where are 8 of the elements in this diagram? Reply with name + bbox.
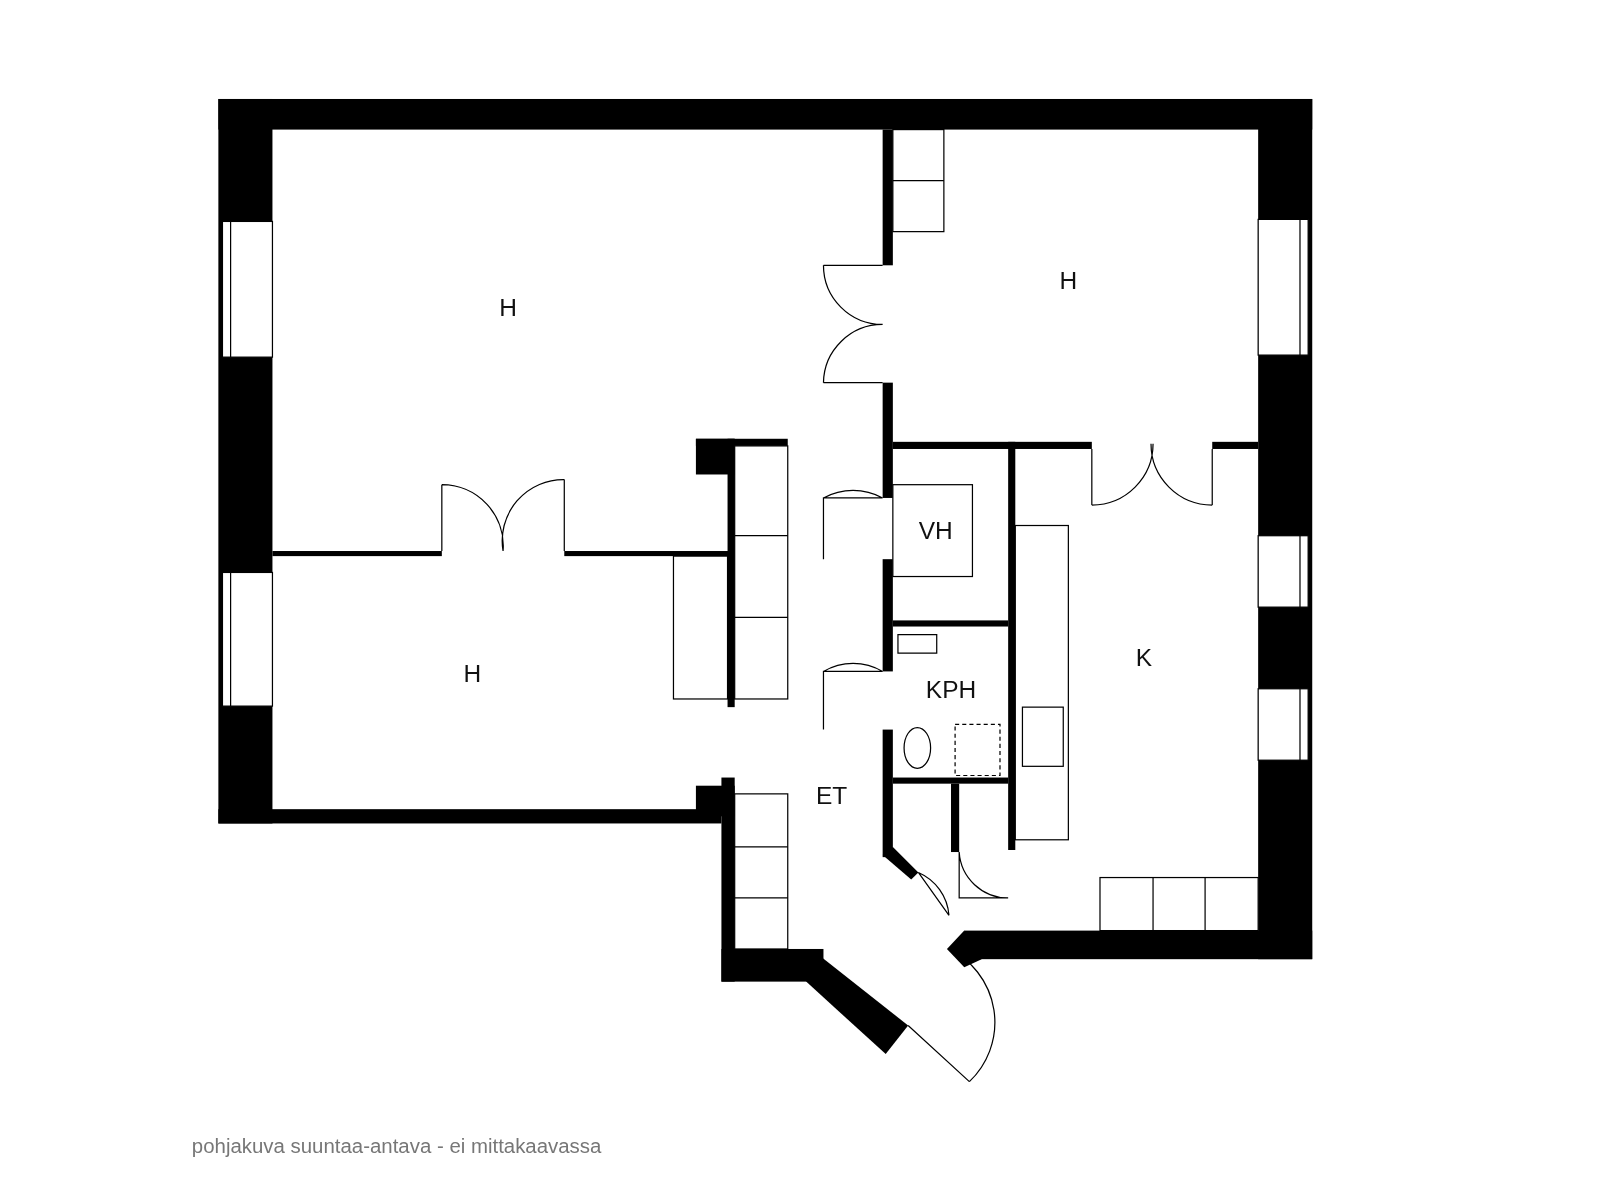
- room-label: KPH: [925, 675, 977, 705]
- room-label: ET: [816, 781, 848, 811]
- room-label: H: [499, 293, 517, 323]
- room-label: VH: [918, 516, 953, 545]
- room-label: H: [1059, 266, 1078, 295]
- caption: pohjakuva suuntaa-antava - ei mittakaavassa: [191, 1134, 602, 1159]
- room-label: K: [1135, 643, 1153, 673]
- room-label: H: [463, 659, 482, 688]
